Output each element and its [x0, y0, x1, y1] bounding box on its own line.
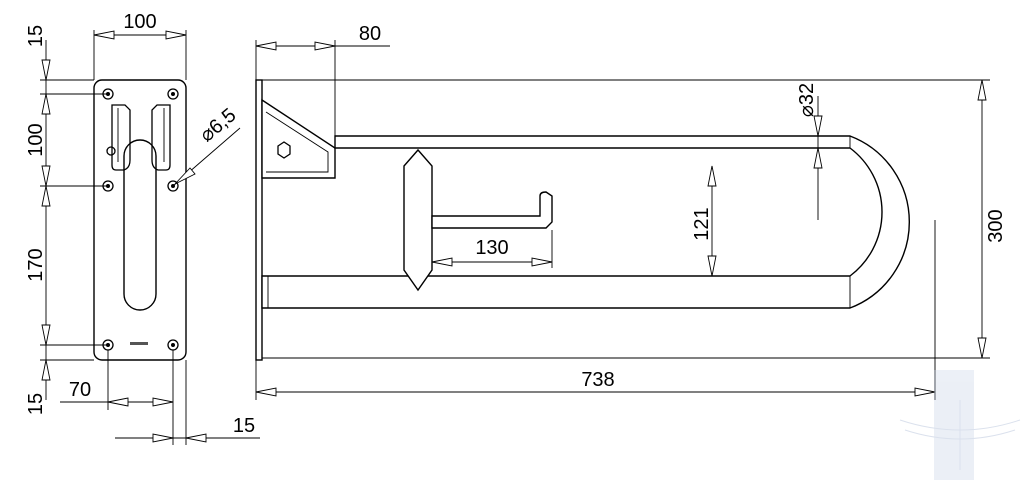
dim-top-margin: 15 [25, 25, 47, 47]
sliding-sleeve [403, 148, 433, 292]
dim-bracket-depth: 80 [359, 23, 381, 45]
u-rail [261, 135, 911, 309]
dim-rail-gap: 121 [691, 207, 713, 240]
bracket-arm-right [151, 104, 171, 171]
dim-total-height: 300 [985, 209, 1007, 242]
bracket-arm-lines [117, 108, 165, 162]
wall-plate [255, 79, 263, 361]
hinge-bracket [261, 98, 336, 179]
watermark [899, 370, 1021, 480]
dim-tube-diameter: ⌀32 [796, 83, 818, 117]
dim-hole-spacing-lower: 170 [25, 248, 47, 281]
bracket-pin [106, 146, 116, 156]
hex-bolt-icon [277, 141, 291, 159]
dim-edge-offset: 15 [233, 415, 255, 437]
dim-hole-spacing-upper: 100 [25, 123, 47, 156]
plate-slot [123, 139, 157, 311]
mounting-plate-view: 100 15 100 170 15 70 15 ⌀6,5 [25, 11, 260, 445]
dim-holder-length: 130 [475, 237, 508, 259]
dim-plate-width: 100 [123, 11, 156, 33]
logo-mark [130, 342, 148, 345]
dim-total-length: 738 [581, 369, 614, 391]
paper-holder [431, 191, 553, 229]
side-extension-lines [255, 40, 990, 400]
side-view: 80 ⌀32 121 130 300 738 [255, 23, 1007, 400]
dim-hole-diameter: ⌀6,5 [196, 104, 241, 146]
dim-bottom-margin: 15 [25, 393, 47, 415]
plate-extension-lines [40, 30, 187, 445]
dim-bottom-offset: 70 [69, 379, 91, 401]
bracket-arm-left [111, 104, 131, 171]
